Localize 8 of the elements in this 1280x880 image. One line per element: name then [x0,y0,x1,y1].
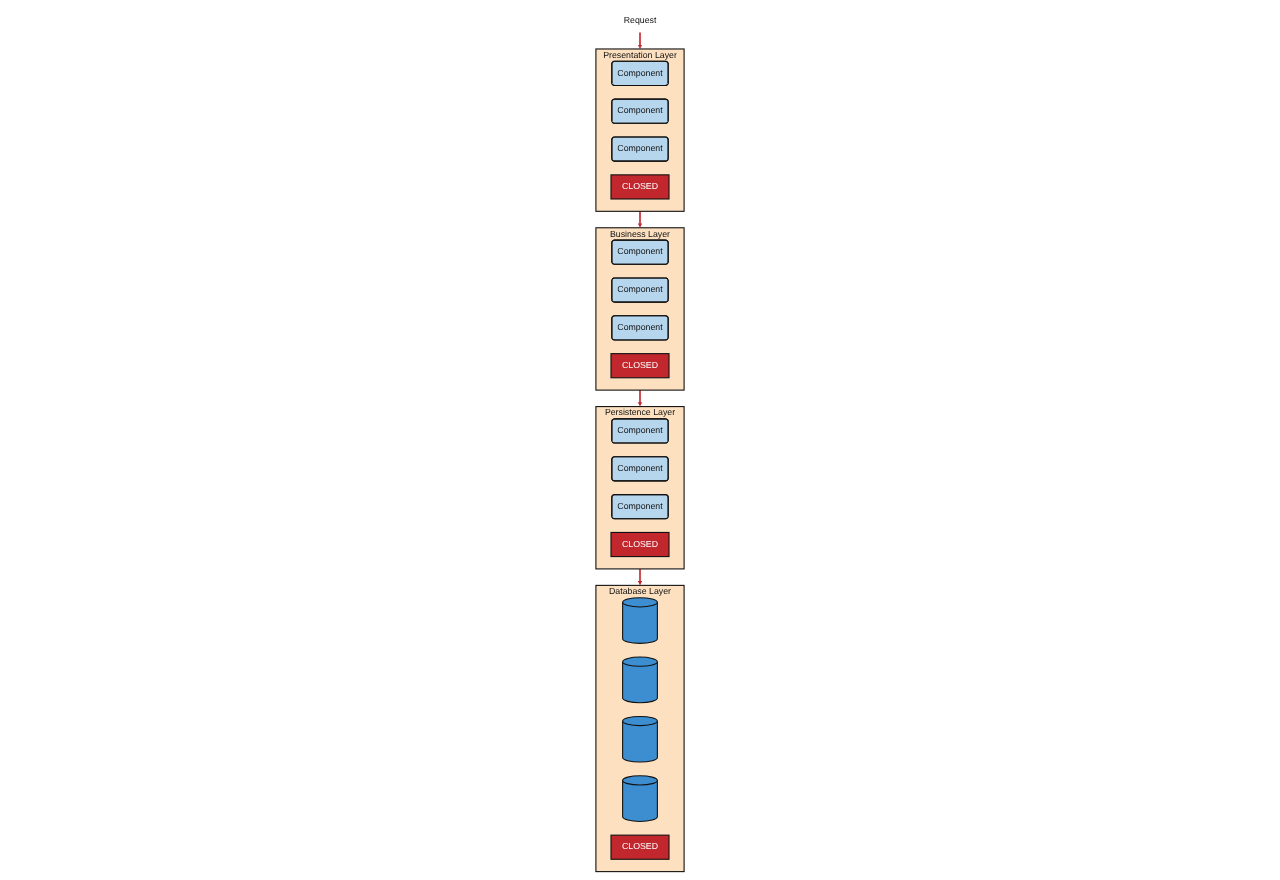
node-cylinder [622,715,658,763]
node-cylinder [622,656,658,704]
arrow [637,210,643,228]
node-cylinder [622,775,658,822]
arrow [637,31,643,49]
node-cylinder [622,597,658,644]
arrow [637,389,643,407]
arrow [637,568,643,586]
